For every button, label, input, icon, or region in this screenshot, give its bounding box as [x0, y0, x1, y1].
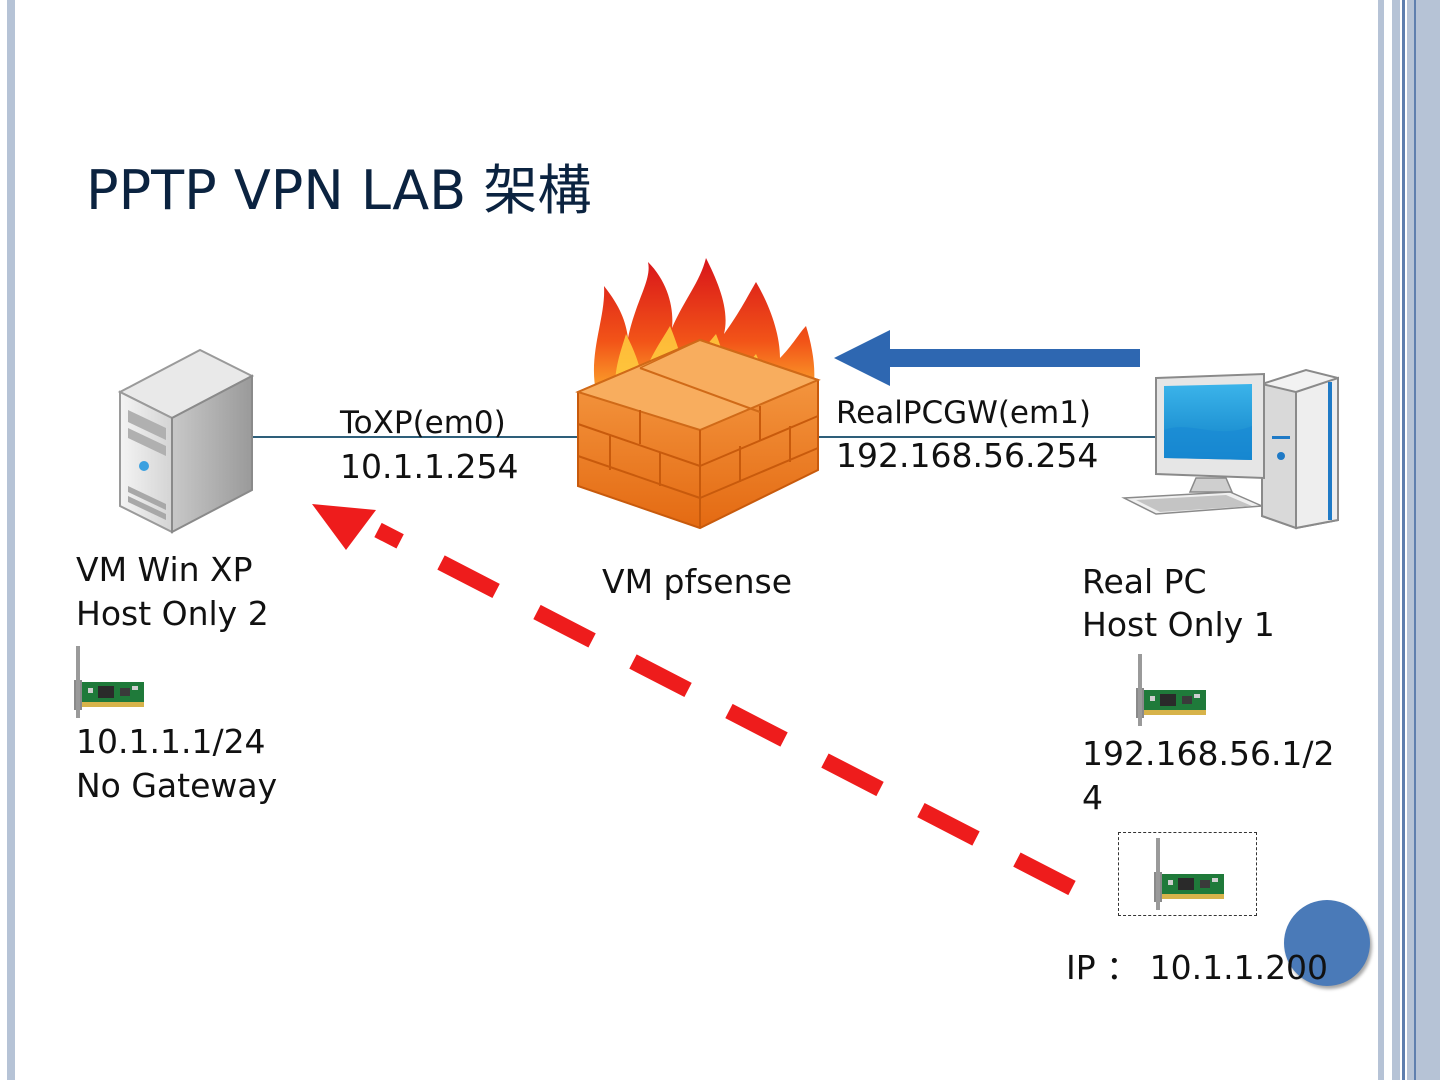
desktop-pc-icon — [1121, 368, 1339, 530]
realpc-ip-line2-label: 4 — [1082, 778, 1103, 817]
right-border-bars — [1378, 0, 1440, 1080]
left-border-bar — [7, 0, 15, 1080]
blue-arrow — [834, 330, 1140, 386]
firewall-icon — [575, 258, 821, 530]
right-bar-2 — [1392, 0, 1400, 1080]
right-bar-1 — [1378, 0, 1384, 1080]
winxp-ip-label: 10.1.1.1/24 — [76, 722, 266, 761]
em0-ip-label: 10.1.1.254 — [340, 447, 519, 486]
em1-ip-label: 192.168.56.254 — [836, 436, 1099, 475]
nic-icon-winxp — [74, 646, 144, 718]
pfsense-name-label: VM pfsense — [602, 562, 793, 601]
em1-name-label: RealPCGW(em1) — [836, 395, 1092, 431]
slide-title: PPTP VPN LAB 架構 — [86, 159, 592, 222]
right-bar-3 — [1402, 0, 1405, 1080]
server-icon — [117, 348, 255, 534]
em0-name-label: ToXP(em0) — [340, 405, 506, 441]
vpn-tunnel-arrowhead — [312, 504, 376, 550]
winxp-gateway-label: No Gateway — [76, 766, 278, 805]
realpc-network-label: Host Only 1 — [1082, 605, 1275, 644]
nic-selection-box — [1118, 832, 1257, 916]
realpc-ip-line1-label: 192.168.56.1/2 — [1082, 734, 1335, 773]
winxp-name-label: VM Win XP — [76, 550, 253, 589]
right-bar-5 — [1414, 0, 1416, 1080]
vpn-tunnel-arrow-line — [374, 522, 1076, 896]
page-circle-decoration — [1284, 900, 1370, 986]
nic-icon-realpc — [1136, 654, 1206, 726]
winxp-network-label: Host Only 2 — [76, 594, 269, 633]
right-bar-4 — [1407, 0, 1440, 1080]
realpc-name-label: Real PC — [1082, 562, 1207, 601]
vpn-ip-label: IP ： 10.1.1.200 — [1066, 948, 1329, 987]
